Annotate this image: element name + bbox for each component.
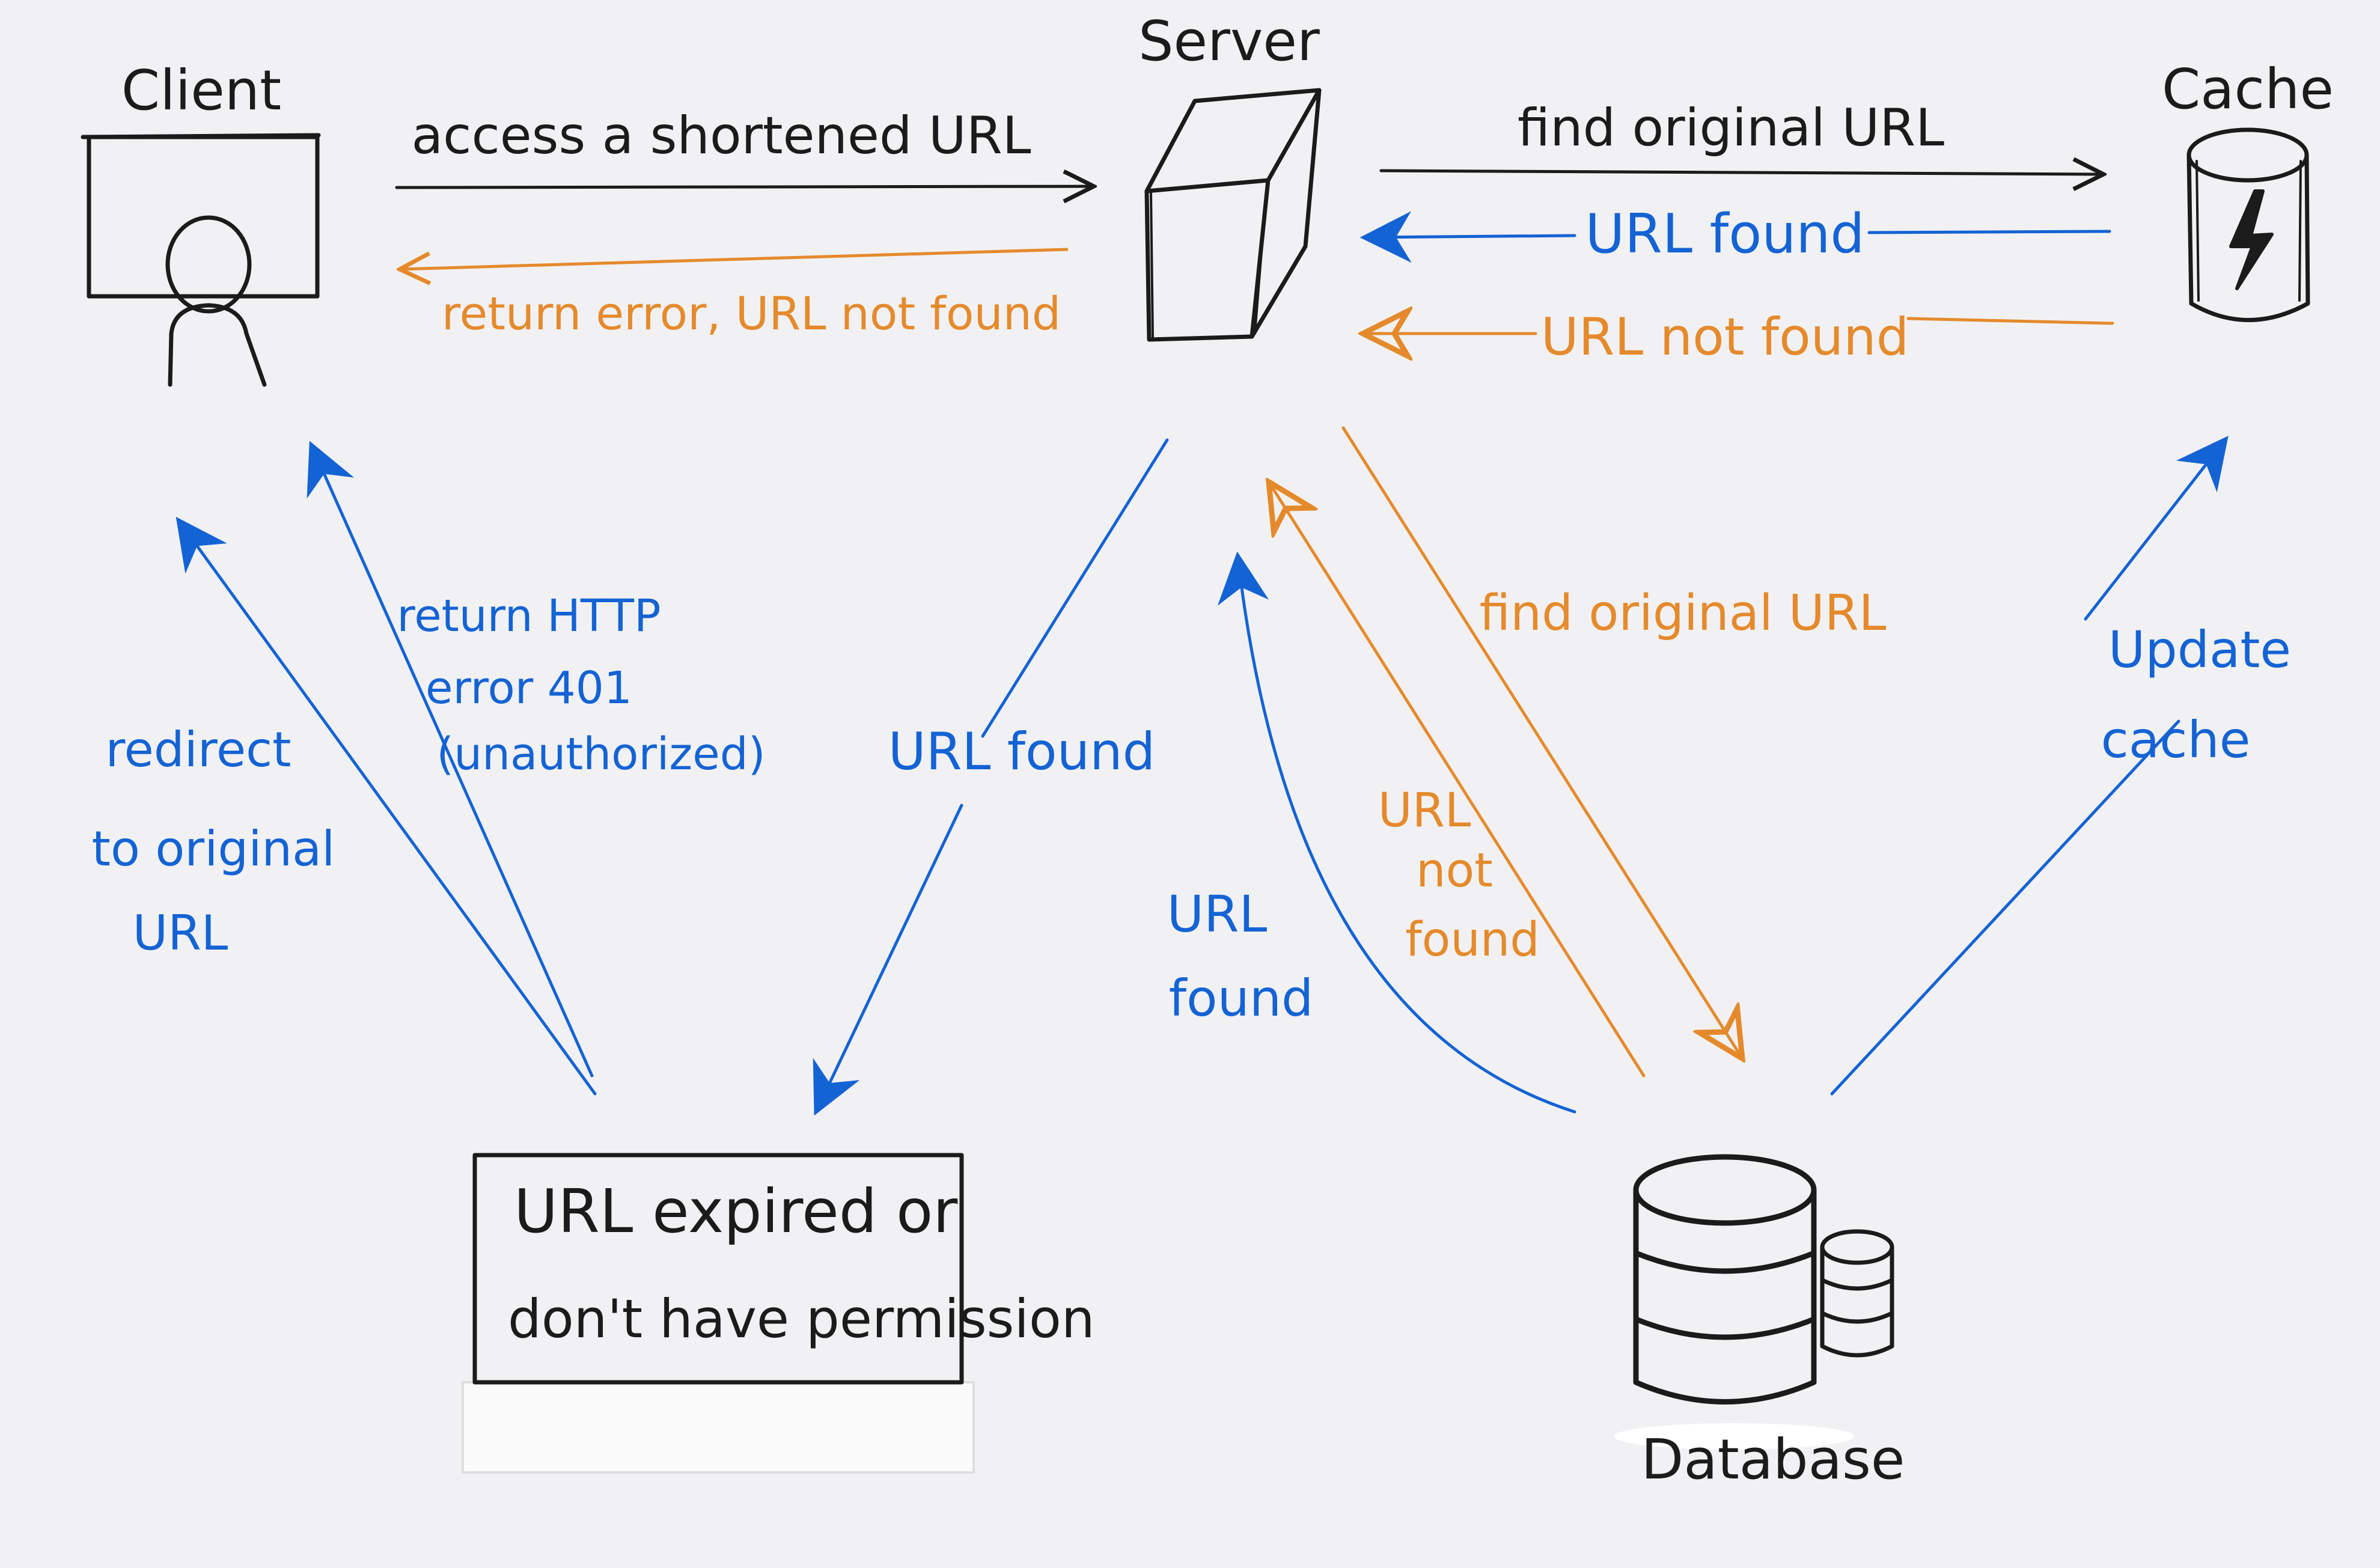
- edge-error-box-to-client-401: return HTTP error 401 (unauthorized): [307, 441, 766, 1078]
- user-icon: [165, 215, 267, 387]
- error-box: [472, 1153, 964, 1385]
- edge-cache-to-server-not-found: URL not found: [1367, 307, 2114, 367]
- edge-database-to-server-found: URL found: [1167, 551, 1576, 1114]
- server-label: Server: [1138, 9, 1320, 73]
- edge-client-to-server-label: access a shortened URL: [411, 106, 1031, 166]
- edge-error-box-to-client-redirect: redirect to original URL: [92, 516, 597, 1096]
- error-box-line2: don't have permission: [508, 1288, 1095, 1350]
- edge-server-to-client-error-label: return error, URL not found: [442, 287, 1061, 340]
- edge-client-to-server: access a shortened URL: [395, 106, 1094, 188]
- error-box-shadow: [462, 1381, 975, 1474]
- edge-server-to-error-box-label: URL found: [888, 722, 1155, 782]
- edge-redirect-label-3: URL: [133, 905, 228, 961]
- edge-database-to-server-not-found: URL not found: [1271, 486, 1646, 1078]
- edge-redirect-label-1: redirect: [105, 722, 291, 778]
- edge-database-to-cache-label-2: cache: [2101, 710, 2251, 769]
- server-box-icon: [1144, 88, 1322, 342]
- edge-cache-to-server-found: URL found: [1359, 203, 2111, 266]
- edge-database-to-server-found-label-2: found: [1169, 969, 1314, 1028]
- edge-401-label-1: return HTTP: [397, 590, 661, 642]
- database-icon: [1614, 1154, 1894, 1450]
- edge-database-to-server-not-found-label-3: found: [1405, 913, 1540, 967]
- edge-server-to-error-box: URL found: [813, 438, 1169, 1116]
- error-box-node: URL expired or don't have permission: [462, 1153, 1095, 1474]
- server-node: Server: [1138, 9, 1322, 342]
- database-label: Database: [1641, 1427, 1905, 1492]
- edge-database-to-server-not-found-label-2: not: [1416, 844, 1493, 898]
- edge-redirect-label-2: to original: [92, 821, 335, 877]
- error-box-line1: URL expired or: [514, 1176, 958, 1246]
- cache-cylinder-icon: [2186, 127, 2310, 322]
- edge-server-to-database: find original URL: [1341, 426, 1887, 1055]
- lightning-icon: [2229, 189, 2274, 290]
- cache-node: Cache: [2162, 57, 2334, 322]
- edge-database-to-cache: Update cache: [1830, 436, 2291, 1096]
- edge-database-to-server-not-found-label-1: URL: [1378, 784, 1471, 838]
- edge-server-to-cache: find original URL: [1379, 98, 2104, 174]
- database-node: Database: [1614, 1154, 1905, 1492]
- edge-database-to-cache-label-1: Update: [2108, 620, 2291, 679]
- client-monitor-top-edge: [81, 133, 321, 139]
- edge-server-to-cache-label: find original URL: [1518, 98, 1944, 158]
- edge-401-label-2: error 401: [426, 662, 632, 714]
- edge-database-to-server-found-label-1: URL: [1167, 885, 1268, 944]
- edge-server-to-client-error: return error, URL not found: [400, 248, 1069, 340]
- client-label: Client: [121, 58, 281, 123]
- client-node: Client: [81, 58, 321, 387]
- cache-label: Cache: [2162, 57, 2334, 121]
- edge-401-label-3: (unauthorized): [436, 728, 765, 780]
- edge-cache-to-server-found-label: URL found: [1585, 203, 1864, 266]
- edge-cache-to-server-not-found-label: URL not found: [1541, 307, 1909, 367]
- edge-server-to-database-label: find original URL: [1480, 585, 1887, 642]
